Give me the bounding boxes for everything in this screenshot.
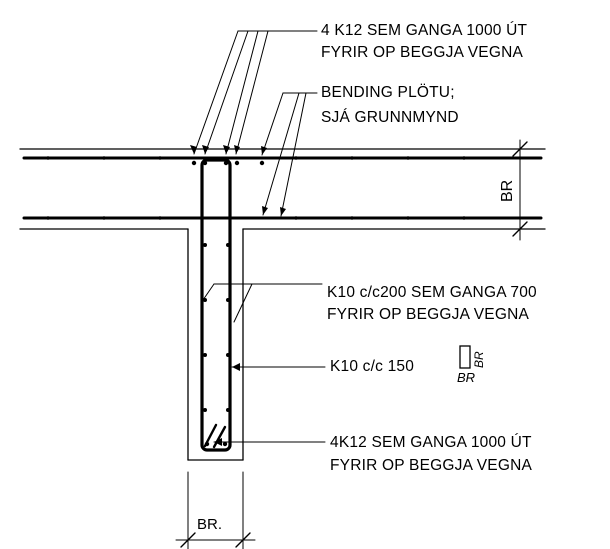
side-bars-label-line1: K10 c/c200 SEM GANGA 700 (327, 284, 537, 301)
bottom-bars-label-line2: FYRIR OP BEGGJA VEGNA (330, 457, 533, 474)
stirrup-hook-2 (212, 425, 227, 449)
slab-bend-label-line1: BENDING PLÖTU; (321, 84, 455, 101)
stirrup-dim-vertical: BR (472, 351, 486, 368)
stirrup-dim-horizontal: BR (457, 370, 476, 385)
bottom-bars-label-line1: 4K12 SEM GANGA 1000 ÚT (330, 434, 532, 451)
side-bars-label-line2: FYRIR OP BEGGJA VEGNA (327, 306, 530, 323)
beam-width-dimension: BR. (197, 516, 223, 533)
top-bars-label-line1: 4 K12 SEM GANGA 1000 ÚT (321, 22, 528, 39)
stirrup-symbol (459, 345, 471, 369)
stirrup (200, 158, 232, 452)
top-bars-label-line2: FYRIR OP BEGGJA VEGNA (321, 44, 524, 61)
stirrup-label: K10 c/c 150 (330, 358, 415, 375)
slab-thickness-dimension: BR (499, 179, 516, 202)
slab-bend-label-line2: SJÁ GRUNNMYND (321, 109, 459, 126)
rebar-dots (46, 156, 466, 447)
